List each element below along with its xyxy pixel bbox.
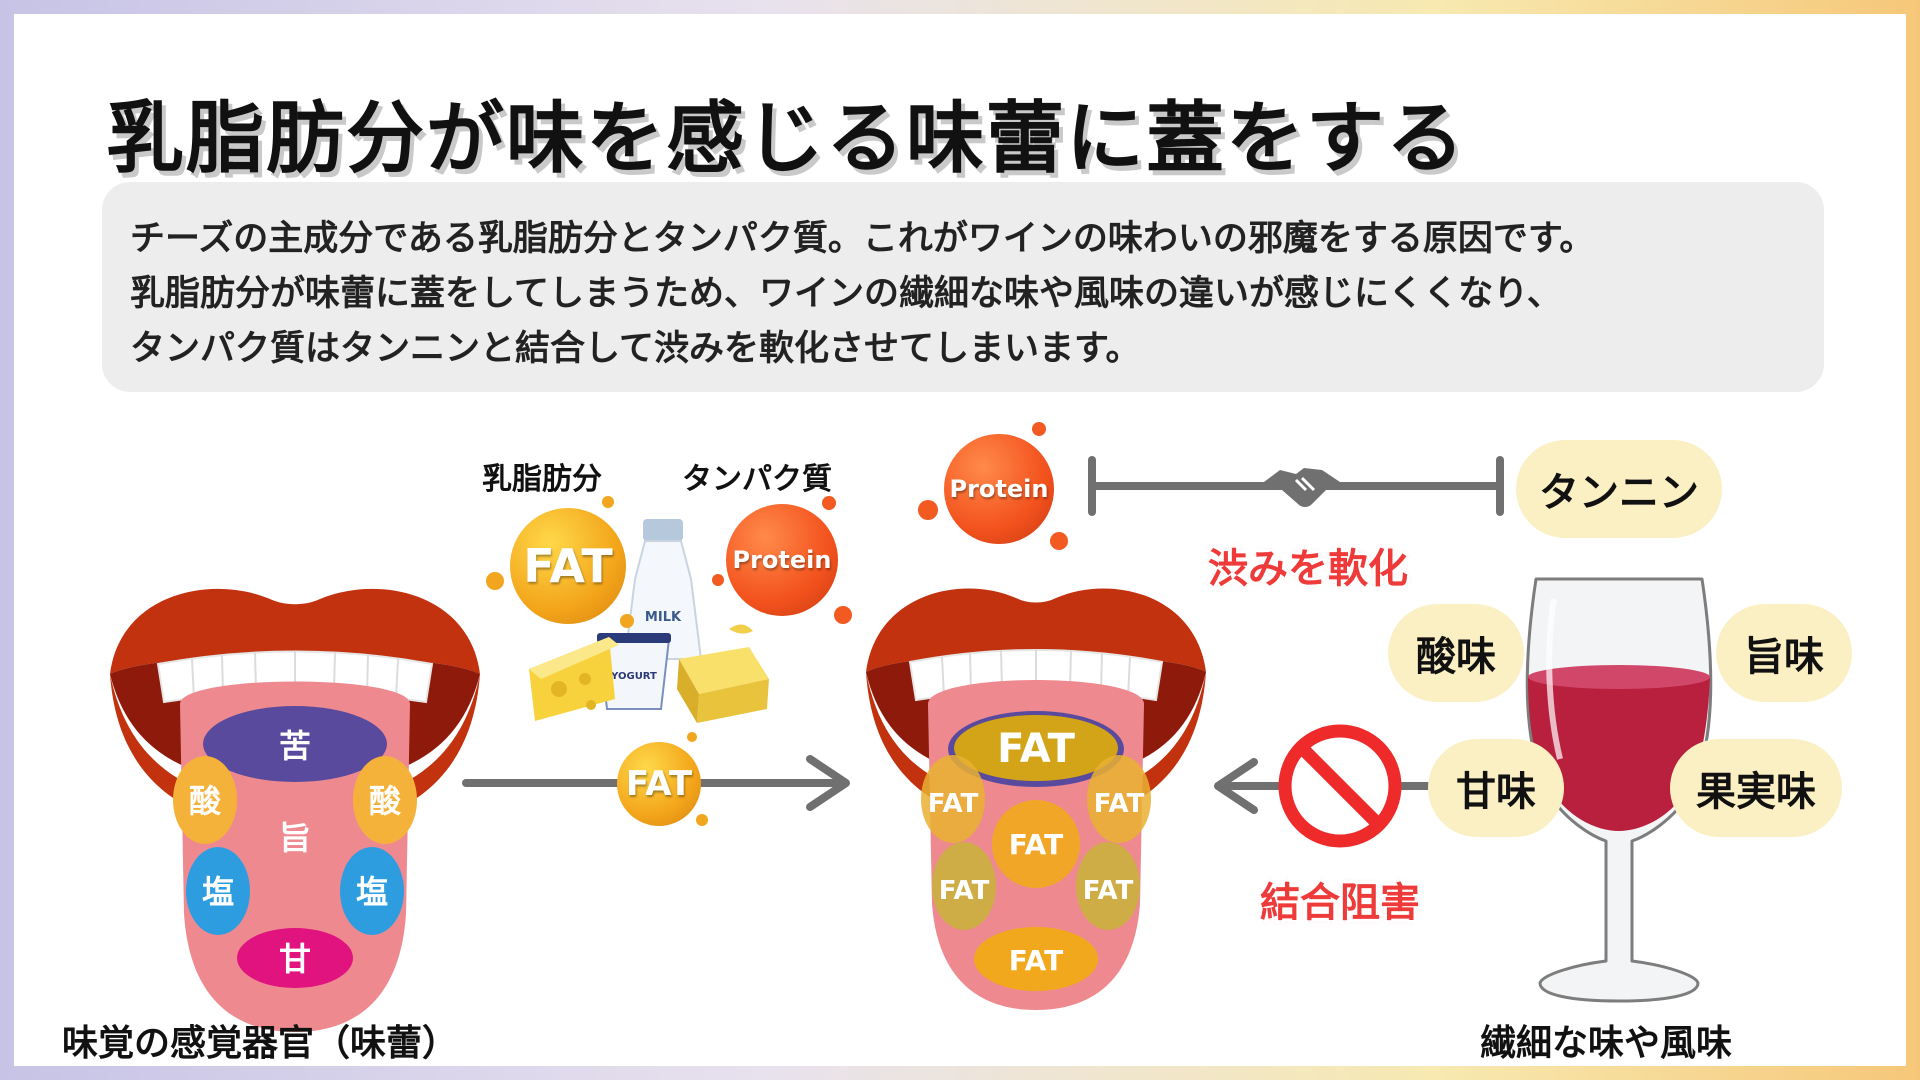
dairy-products-illustration: MILK YOGURT	[529, 519, 769, 723]
fat-bubble	[486, 572, 504, 590]
salty-zone-right	[340, 847, 404, 935]
description-line-3: タンパク質はタンニンと結合して渋みを軟化させてしまいます。	[130, 329, 1141, 369]
protein-label: タンパク質	[682, 462, 832, 497]
sour-zone-left	[173, 756, 237, 844]
bond-inhibition-label: 結合阻害	[1260, 880, 1420, 926]
taste-fruity-pill: 果実味	[1670, 739, 1842, 837]
zone-label-salty-right: 塩	[356, 873, 388, 911]
salty-zone-left	[186, 847, 250, 935]
normal-tongue-illustration: 苦 酸 酸 旨 塩 塩 甘	[110, 588, 480, 1032]
fat-bubble	[696, 814, 708, 826]
fat-label-sour-right: FAT	[1094, 789, 1145, 819]
zone-label-sour-left: 酸	[189, 782, 222, 820]
soften-astringency-label: 渋みを軟化	[1208, 546, 1408, 592]
fat-bubble	[687, 732, 697, 742]
handshake-icon	[1264, 468, 1340, 507]
taste-sweet-pill: 甘味	[1428, 739, 1564, 837]
protein-bubble	[712, 574, 724, 586]
tannin-pill: タンニン	[1516, 440, 1722, 538]
fat-bubble	[602, 496, 614, 508]
taste-umami-pill: 旨味	[1716, 604, 1852, 702]
page-title: 乳脂肪分が味を感じる味蕾に蓋をする	[106, 94, 1467, 184]
fat-ball-arrow: FAT	[617, 742, 701, 826]
zone-label-sweet: 甘	[279, 940, 311, 978]
protein-bubble	[918, 500, 938, 520]
protein-bubble	[834, 606, 852, 624]
wine-glass-illustration	[1525, 577, 1713, 1003]
fat-bubble	[620, 614, 634, 628]
milk-fat-label: 乳脂肪分	[482, 462, 602, 497]
fat-label-sweet: FAT	[1009, 944, 1064, 977]
covered-tongue-illustration: FAT FAT FAT FAT FAT FAT FAT	[866, 588, 1206, 1010]
protein-bubble	[1032, 422, 1046, 436]
fat-label-salty-left: FAT	[939, 876, 990, 906]
fat-ball-dairy: FAT	[510, 508, 626, 624]
milk-bottle-label: MILK	[645, 610, 682, 625]
protein-ball-dairy: Protein	[726, 504, 838, 616]
protein-bubble	[1050, 532, 1068, 550]
protein-ball-top: Protein	[944, 434, 1054, 544]
zone-label-bitter: 苦	[279, 727, 311, 765]
yogurt-cup-label: YOGURT	[610, 671, 657, 682]
fat-label-umami: FAT	[1009, 828, 1064, 861]
sweet-zone	[237, 928, 353, 988]
wine-caption: 繊細な味や風味	[1480, 1023, 1733, 1064]
description-line-1: チーズの主成分である乳脂肪分とタンパク質。これがワインの味わいの邪魔をする原因で…	[130, 219, 1595, 259]
protein-bubble	[822, 496, 836, 510]
prohibited-icon	[1278, 724, 1402, 848]
zone-label-salty-left: 塩	[202, 873, 234, 911]
zone-label-sour-right: 酸	[369, 782, 402, 820]
taste-sour-pill: 酸味	[1388, 604, 1524, 702]
slide: 乳脂肪分が味を感じる味蕾に蓋をする チーズの主成分である乳脂肪分とタンパク質。こ…	[14, 14, 1906, 1066]
fat-label-sour-left: FAT	[928, 789, 979, 819]
tongue-caption: 味覚の感覚器官（味蕾）	[62, 1023, 459, 1064]
bitter-zone	[203, 706, 387, 782]
zone-label-umami: 旨	[279, 819, 311, 857]
description-line-2: 乳脂肪分が味蕾に蓋をしてしまうため、ワインの繊細な味や風味の違いが感じにくくなり…	[130, 274, 1562, 314]
sour-zone-right	[353, 756, 417, 844]
fat-label-salty-right: FAT	[1083, 876, 1134, 906]
fat-label-bitter: FAT	[997, 726, 1076, 772]
description-box: チーズの主成分である乳脂肪分とタンパク質。これがワインの味わいの邪魔をする原因で…	[102, 182, 1824, 392]
